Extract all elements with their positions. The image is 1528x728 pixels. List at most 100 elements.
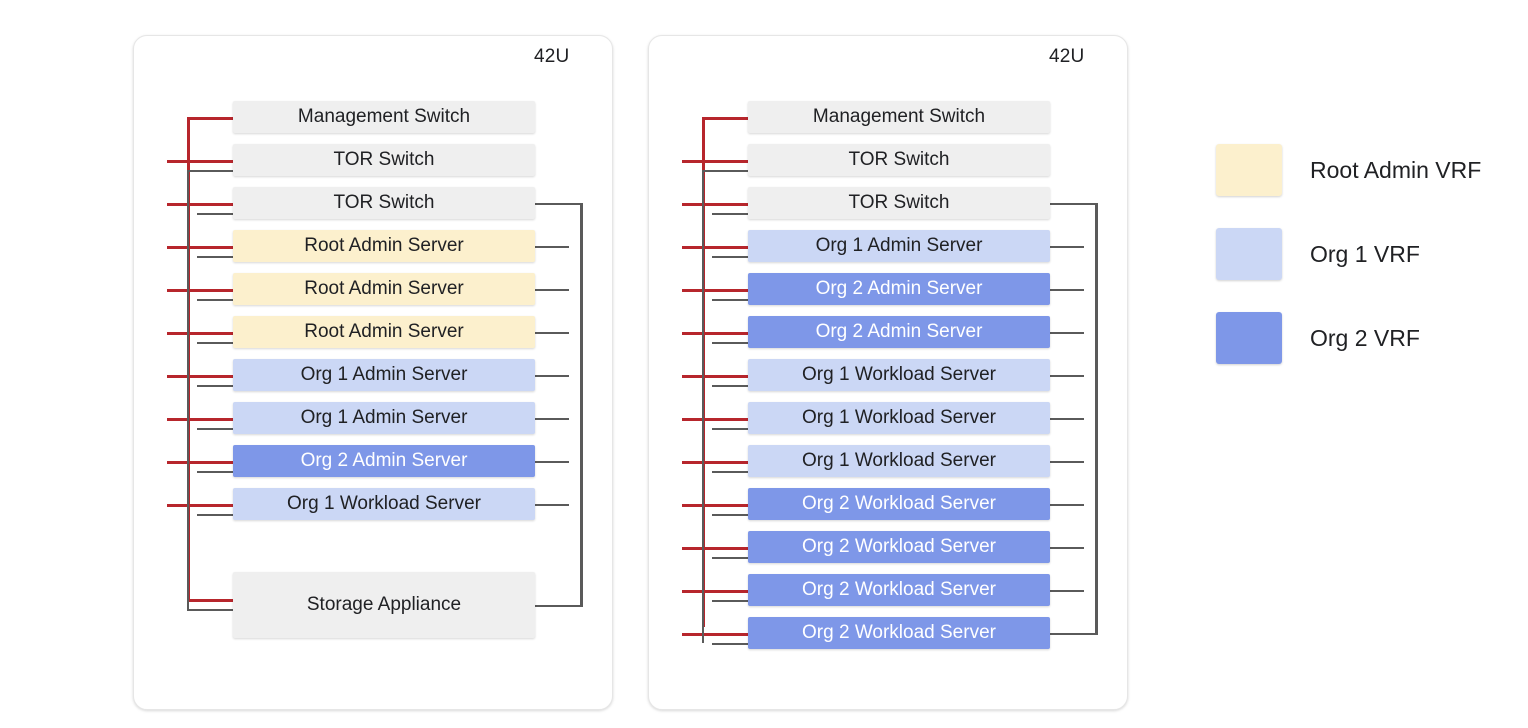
rack-unit[interactable]: Storage Appliance xyxy=(233,572,535,638)
rack-unit[interactable]: Root Admin Server xyxy=(233,230,535,262)
power-cable-9 xyxy=(167,504,233,507)
legend-swatch-org-1 xyxy=(1216,228,1282,280)
uplink-cable-8 xyxy=(1050,461,1084,463)
network-cable-left-1 xyxy=(187,170,233,172)
network-cable-left-10 xyxy=(187,609,233,611)
rack-unit[interactable]: TOR Switch xyxy=(748,144,1050,176)
uplink-cable-4 xyxy=(535,289,569,291)
power-cable-2 xyxy=(167,203,233,206)
rack-unit[interactable]: TOR Switch xyxy=(233,144,535,176)
legend: Root Admin VRF Org 1 VRF Org 2 VRF xyxy=(1216,144,1516,364)
power-cable-12 xyxy=(682,633,748,636)
network-cable-left-12 xyxy=(712,643,748,645)
rack-unit[interactable]: Root Admin Server xyxy=(233,273,535,305)
rack-unit[interactable]: Org 1 Workload Server xyxy=(233,488,535,520)
network-cable-left-9 xyxy=(712,514,748,516)
rack-right-capacity-label: 42U xyxy=(1049,46,1085,67)
power-cable-0 xyxy=(187,117,233,120)
rack-unit[interactable]: Org 1 Workload Server xyxy=(748,359,1050,391)
network-cable-left-4 xyxy=(197,299,233,301)
network-cable-left-10 xyxy=(712,557,748,559)
uplink-cable-bottom xyxy=(1050,633,1098,635)
rack-unit[interactable]: Org 1 Workload Server xyxy=(748,402,1050,434)
rack-unit[interactable]: TOR Switch xyxy=(748,187,1050,219)
rack-unit[interactable]: Org 2 Workload Server xyxy=(748,617,1050,649)
power-cable-4 xyxy=(167,289,233,292)
rack-unit[interactable]: Org 2 Admin Server xyxy=(233,445,535,477)
legend-label-org-2: Org 2 VRF xyxy=(1310,324,1420,351)
uplink-cable-11 xyxy=(1050,590,1084,592)
network-cable-left-3 xyxy=(712,256,748,258)
legend-item-root-admin[interactable]: Root Admin VRF xyxy=(1216,144,1516,196)
uplink-cable-8 xyxy=(535,461,569,463)
power-cable-1 xyxy=(167,160,233,163)
rack-unit[interactable]: Management Switch xyxy=(233,101,535,133)
power-cable-8 xyxy=(682,461,748,464)
legend-item-org-2[interactable]: Org 2 VRF xyxy=(1216,312,1516,364)
rack-unit[interactable]: Org 2 Workload Server xyxy=(748,531,1050,563)
network-cable-left-5 xyxy=(712,342,748,344)
power-cable-4 xyxy=(682,289,748,292)
power-cable-2 xyxy=(682,203,748,206)
uplink-cable-4 xyxy=(1050,289,1084,291)
power-cable-0 xyxy=(702,117,748,120)
network-cable-left-6 xyxy=(712,385,748,387)
network-cable-left-2 xyxy=(197,213,233,215)
network-cable-left-7 xyxy=(712,428,748,430)
network-cable-left-2 xyxy=(712,213,748,215)
rack-unit[interactable]: Org 2 Workload Server xyxy=(748,574,1050,606)
power-cable-5 xyxy=(167,332,233,335)
network-cable-left-11 xyxy=(712,600,748,602)
network-bus-vertical xyxy=(702,170,704,643)
power-cable-3 xyxy=(682,246,748,249)
power-cable-3 xyxy=(167,246,233,249)
power-cable-9 xyxy=(682,504,748,507)
legend-swatch-root-admin xyxy=(1216,144,1282,196)
power-cable-10 xyxy=(682,547,748,550)
rack-unit[interactable]: TOR Switch xyxy=(233,187,535,219)
network-cable-left-5 xyxy=(197,342,233,344)
legend-item-org-1[interactable]: Org 1 VRF xyxy=(1216,228,1516,280)
uplink-cable-6 xyxy=(1050,375,1084,377)
network-cable-left-9 xyxy=(197,514,233,516)
network-cable-left-8 xyxy=(712,471,748,473)
uplink-cable-9 xyxy=(535,504,569,506)
legend-label-org-1: Org 1 VRF xyxy=(1310,240,1420,267)
rack-unit[interactable]: Org 1 Workload Server xyxy=(748,445,1050,477)
uplink-bus-vertical xyxy=(580,203,583,605)
rack-unit[interactable]: Org 1 Admin Server xyxy=(233,359,535,391)
power-cable-10 xyxy=(187,599,233,602)
network-bus-vertical xyxy=(187,170,189,609)
uplink-cable-3 xyxy=(535,246,569,248)
power-cable-8 xyxy=(167,461,233,464)
rack-unit[interactable]: Org 2 Admin Server xyxy=(748,316,1050,348)
rack-unit[interactable]: Management Switch xyxy=(748,101,1050,133)
rack-unit[interactable]: Org 1 Admin Server xyxy=(748,230,1050,262)
rack-unit[interactable]: Org 2 Workload Server xyxy=(748,488,1050,520)
rack-left-capacity-label: 42U xyxy=(534,46,570,67)
power-cable-7 xyxy=(167,418,233,421)
rack-unit[interactable]: Org 1 Admin Server xyxy=(233,402,535,434)
power-cable-6 xyxy=(167,375,233,378)
uplink-cable-10 xyxy=(1050,547,1084,549)
uplink-cable-tor xyxy=(1050,203,1098,205)
rack-unit[interactable]: Root Admin Server xyxy=(233,316,535,348)
power-cable-7 xyxy=(682,418,748,421)
uplink-cable-bottom xyxy=(535,605,583,607)
network-cable-left-4 xyxy=(712,299,748,301)
rack-unit[interactable]: Org 2 Admin Server xyxy=(748,273,1050,305)
uplink-cable-7 xyxy=(1050,418,1084,420)
network-cable-left-7 xyxy=(197,428,233,430)
network-cable-left-1 xyxy=(702,170,748,172)
power-cable-5 xyxy=(682,332,748,335)
legend-swatch-org-2 xyxy=(1216,312,1282,364)
uplink-bus-vertical xyxy=(1095,203,1098,633)
uplink-cable-5 xyxy=(535,332,569,334)
uplink-cable-5 xyxy=(1050,332,1084,334)
uplink-cable-9 xyxy=(1050,504,1084,506)
uplink-cable-tor xyxy=(535,203,583,205)
uplink-cable-3 xyxy=(1050,246,1084,248)
network-cable-left-6 xyxy=(197,385,233,387)
network-cable-left-3 xyxy=(197,256,233,258)
